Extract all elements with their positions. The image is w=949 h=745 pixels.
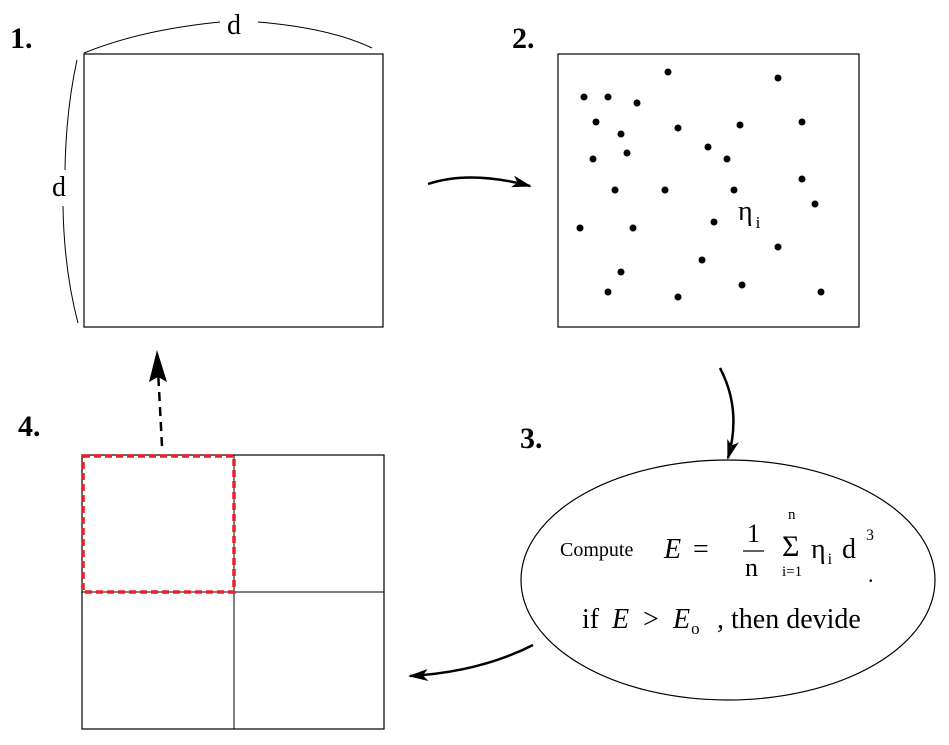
top-dimension-arc-right [257,21,373,49]
point [730,186,738,194]
step-4-subdivided-square [81,454,385,730]
point [580,93,588,101]
fraction-denominator: n [745,553,758,582]
side-dimension-label: d [52,172,66,203]
then-divide-text: , then devide [717,604,861,635]
step-1-number: 1. [10,22,33,55]
point [589,155,597,163]
sum-upper-limit: n [788,507,796,523]
point [710,218,718,226]
point [629,224,637,232]
point [661,186,669,194]
threshold-energy-E: E [672,604,690,635]
side-dimension-arc-bottom [62,205,79,324]
arrow-2-to-3 [718,367,739,460]
formula-period: . [868,562,874,587]
point [592,118,600,126]
if-word: if [582,604,600,635]
dashed-arrow-head [149,350,167,382]
point [698,256,706,264]
fraction-numerator: 1 [747,519,760,548]
sum-symbol: Σ [782,530,799,563]
threshold-energy-subscript: o [691,619,700,638]
eta-subscript: i [756,213,761,232]
point [617,268,625,276]
point [774,243,782,251]
highlighted-subcell [81,454,236,594]
point [617,130,625,138]
arrow-3-to-4 [408,643,534,681]
dashed-arrow-shaft [156,369,164,447]
point [798,118,806,126]
point [604,288,612,296]
point [798,175,806,183]
point [774,74,782,82]
eta-symbol: η [738,196,753,227]
energy-symbol: E [663,534,681,565]
step-3-number: 3. [520,422,543,455]
step-4-number: 4. [18,410,41,443]
point [611,186,619,194]
point [664,68,672,76]
point [704,143,712,151]
point [674,124,682,132]
threshold-energy-symbol: Eo [672,604,700,638]
scattered-points-square [557,53,860,328]
point [674,293,682,301]
point [811,200,819,208]
point [576,224,584,232]
side-dimension-arc-top [64,59,78,171]
computation-ellipse [520,459,936,701]
equals-sign: = [693,534,709,565]
scattered-points [576,68,825,301]
energy-symbol-condition: E [611,604,629,635]
step-2-number: 2. [512,22,535,55]
point [633,99,641,107]
d-term: d [842,534,856,565]
sum-lower-limit: i=1 [782,564,802,580]
point [723,155,731,163]
point [623,149,631,157]
top-dimension-arc-left [83,21,221,54]
greater-than-sign: > [643,604,659,635]
point [817,288,825,296]
compute-label: Compute [560,539,633,561]
top-dimension-label: d [227,10,241,41]
point [738,281,746,289]
empty-square [83,53,384,328]
point [736,121,744,129]
arrow-1-to-2 [427,175,532,188]
d-exponent: 3 [866,527,874,544]
eta-symbol: η [811,534,826,565]
point [604,93,612,101]
step-1-square: d d [52,10,384,328]
eta-subscript: i [828,551,833,568]
